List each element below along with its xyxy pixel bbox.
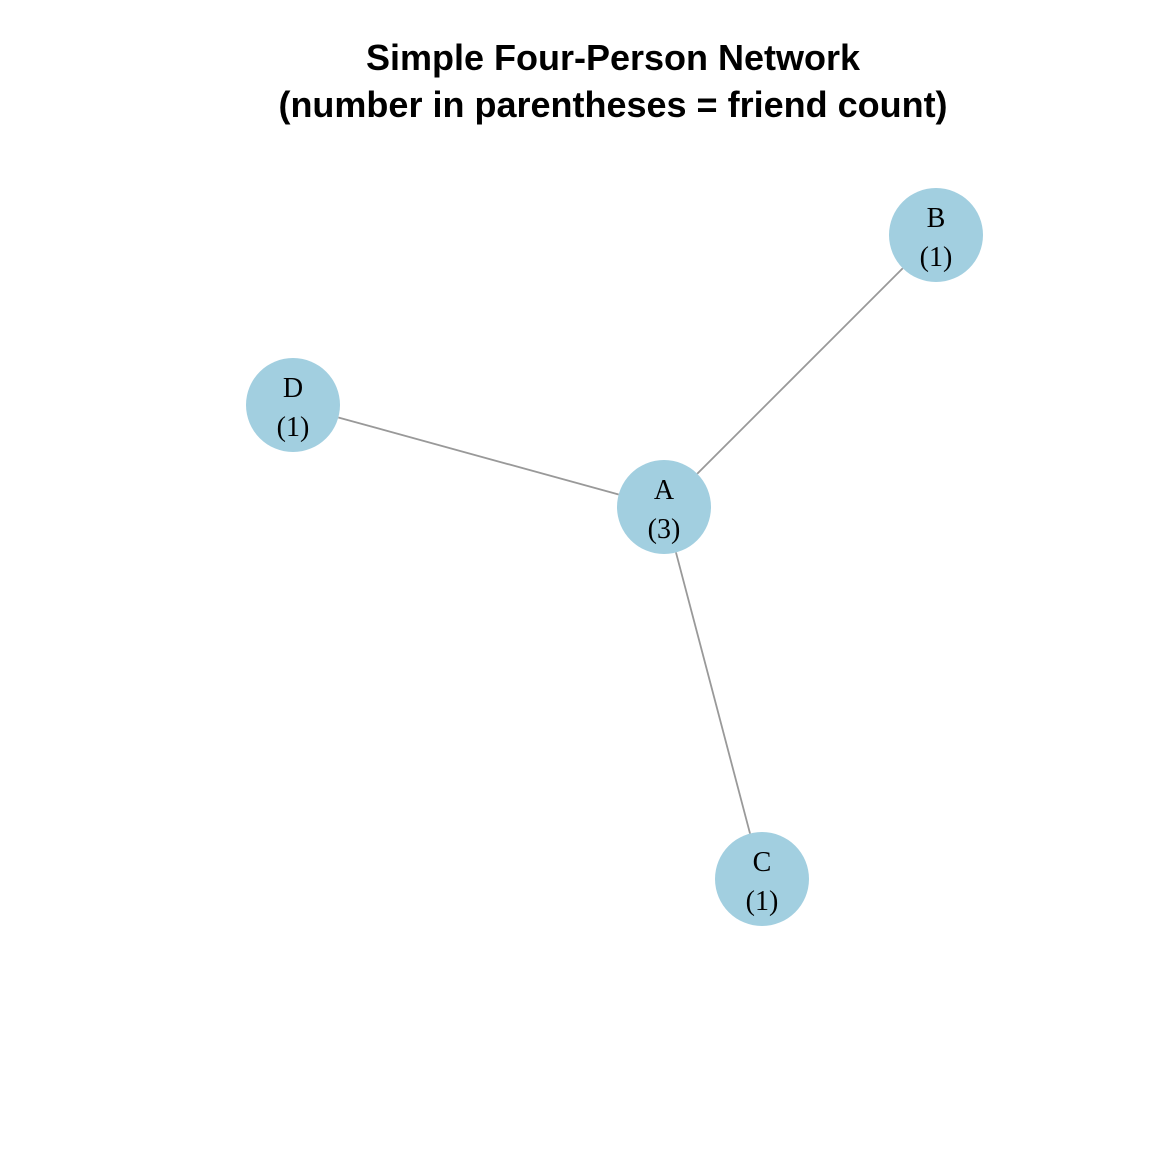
node-label: B xyxy=(927,203,946,234)
node-label: D xyxy=(283,373,303,404)
node-label: C xyxy=(753,847,772,878)
node-circle xyxy=(617,460,711,554)
edge-a-b xyxy=(696,267,904,475)
node-friend-count: (3) xyxy=(648,514,681,545)
node-circle xyxy=(889,188,983,282)
node-friend-count: (1) xyxy=(277,412,310,443)
edge-a-c xyxy=(675,552,751,834)
node-circle xyxy=(246,358,340,452)
node-c: C (1) xyxy=(715,832,809,926)
node-friend-count: (1) xyxy=(746,886,779,917)
node-a: A (3) xyxy=(617,460,711,554)
edge-a-d xyxy=(338,416,619,496)
diagram-title-line-2: (number in parentheses = friend count) xyxy=(278,84,947,125)
node-b: B (1) xyxy=(889,188,983,282)
node-circle xyxy=(715,832,809,926)
edges-layer xyxy=(338,267,904,834)
node-d: D (1) xyxy=(246,358,340,452)
diagram-title-line-1: Simple Four-Person Network xyxy=(366,37,861,78)
nodes-layer: A (3) B (1) C (1) D (1) xyxy=(246,188,983,926)
node-label: A xyxy=(654,475,675,506)
node-friend-count: (1) xyxy=(920,242,953,273)
